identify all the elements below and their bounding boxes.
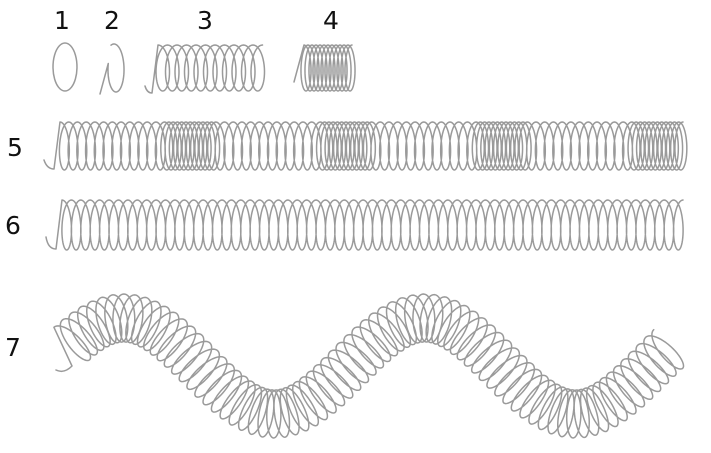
label-1: 1 [54, 6, 70, 35]
coil-2-partial-loop [99, 43, 125, 95]
coil-6-helix [45, 199, 684, 251]
coil-2-curl [99, 43, 125, 95]
coil-7-wavy-coil [53, 293, 685, 439]
coil-3-wide-coil [144, 44, 266, 94]
coil-1-loop [52, 42, 78, 92]
coil-6-uniform-coil [45, 199, 684, 251]
label-5: 5 [7, 133, 23, 162]
coil-1-single-loop [52, 42, 78, 92]
coil-4-helix [293, 44, 356, 92]
coil-7-helix [53, 293, 685, 439]
coil-4-tight-coil [293, 44, 356, 92]
label-3: 3 [197, 6, 213, 35]
coil-5-helix [43, 121, 688, 171]
label-2: 2 [104, 6, 120, 35]
label-4: 4 [323, 6, 339, 35]
label-7: 7 [5, 333, 21, 362]
coil-5-alternating-coil [43, 121, 688, 171]
label-6: 6 [5, 211, 21, 240]
coil-3-helix [144, 44, 266, 94]
